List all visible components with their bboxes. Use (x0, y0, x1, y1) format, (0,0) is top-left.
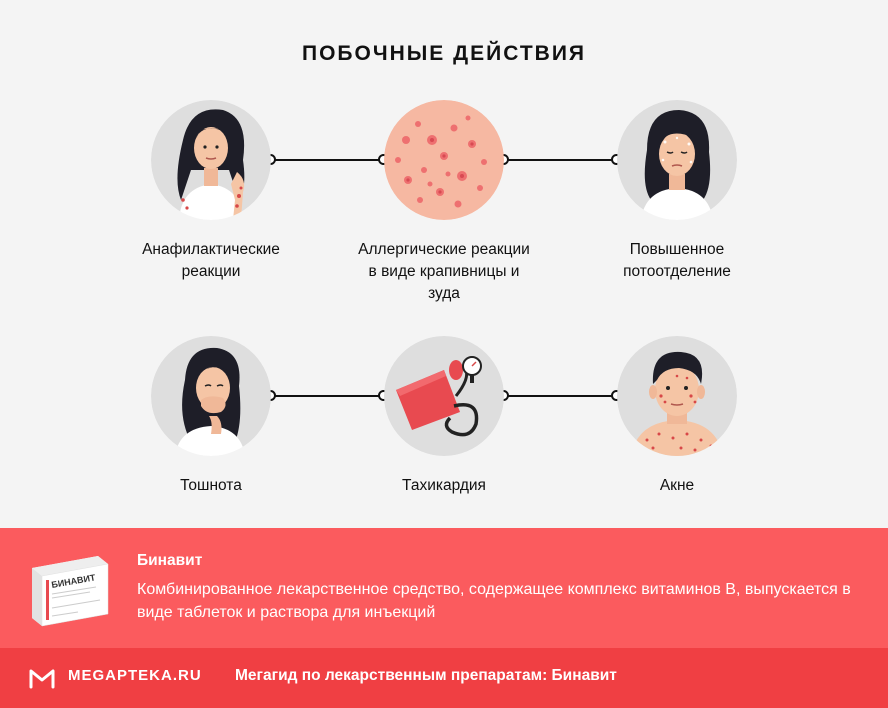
blood-pressure-cuff-icon (384, 336, 504, 456)
man-with-acne-icon (617, 336, 737, 456)
effect-caption-tachycardia: Тахикардия (402, 477, 486, 494)
footer-band (0, 648, 888, 708)
nauseous-woman-icon (151, 336, 271, 456)
connector-line (271, 395, 384, 397)
connector-line (271, 159, 384, 161)
sweating-woman-icon (617, 100, 737, 220)
effect-caption-anaphylaxis: Анафилактические реакции (142, 241, 280, 280)
page-title: ПОБОЧНЫЕ ДЕЙСТВИЯ (301, 42, 587, 65)
product-name: Бинавит (137, 552, 203, 569)
megapteka-logo-icon[interactable] (28, 666, 56, 690)
product-info-band (0, 528, 888, 648)
medicine-package-icon: БИНАВИТ (28, 546, 112, 630)
effect-caption-allergy: Аллергические реакции в виде крапивницы … (358, 241, 530, 302)
effect-caption-nausea: Тошнота (180, 477, 242, 494)
connector-line (504, 159, 617, 161)
skin-rash-closeup-icon (384, 100, 504, 220)
guide-link[interactable]: Мегагид по лекарственным препаратам: Бин… (235, 667, 617, 684)
effect-caption-sweating: Повышенное потоотделение (623, 241, 731, 280)
connector-line (504, 395, 617, 397)
effect-caption-acne: Акне (659, 477, 695, 494)
product-description: Комбинированное лекарственное средство, … (137, 581, 851, 621)
woman-scratching-rash-icon (151, 100, 271, 220)
brand-link[interactable]: MEGAPTEKA.RU (68, 667, 202, 684)
